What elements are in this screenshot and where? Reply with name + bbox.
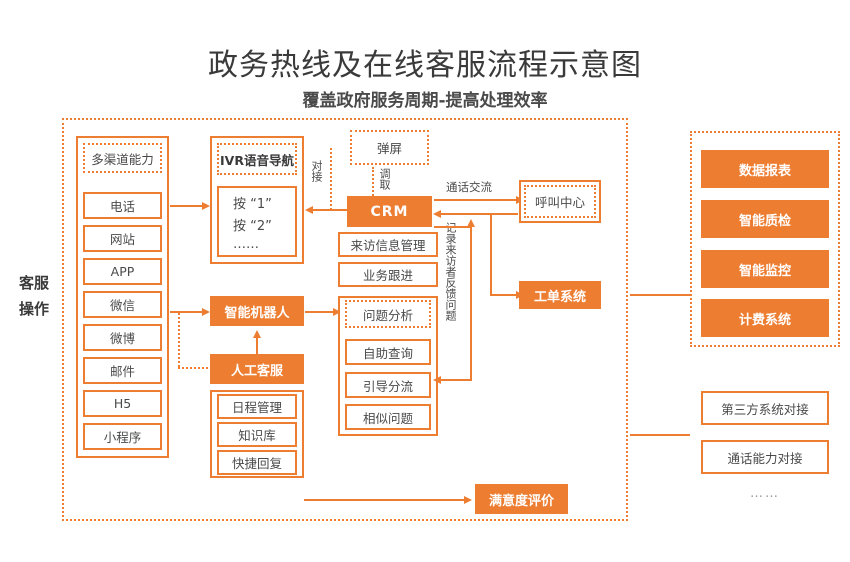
call-exchange-label: 通话交流 — [446, 180, 492, 194]
analysis-header: 问题分析 — [345, 300, 431, 328]
ivr-option-2: 按 “2” — [233, 219, 272, 234]
ivr-connector-label: 对接 — [310, 160, 323, 182]
feedback-loop-arrow-left — [433, 375, 441, 384]
ivr-option-1: 按 “1” — [233, 197, 272, 212]
analysis-item-routing[interactable]: 引导分流 — [345, 372, 431, 398]
crm-box[interactable]: CRM — [347, 196, 432, 227]
feedback-loop-arrow-up — [466, 219, 475, 227]
analysis-item-similar-issues[interactable]: 相似问题 — [345, 404, 431, 430]
crm-to-callcenter-line — [434, 199, 518, 201]
crm-to-ticket-horizontal — [490, 294, 518, 296]
popup-screen-box[interactable]: 弹屏 — [350, 130, 429, 165]
channels-header: 多渠道能力 — [83, 143, 162, 173]
satisfaction-box[interactable]: 满意度评价 — [475, 484, 568, 514]
human-agent-box[interactable]: 人工客服 — [210, 354, 304, 384]
analysis-item-self-query[interactable]: 自助查询 — [345, 339, 431, 365]
page-subtitle: 覆盖政府服务周期-提高处理效率 — [302, 91, 548, 111]
arrow-wechat-to-robot-line — [170, 311, 204, 313]
channel-item-email[interactable]: 邮件 — [83, 357, 162, 384]
right-panel-item-monitoring[interactable]: 智能监控 — [701, 250, 829, 288]
dotted-branch-vertical — [178, 313, 180, 367]
feedback-loop-horizontal-top — [434, 226, 472, 228]
agent-tool-knowledge-base[interactable]: 知识库 — [217, 422, 297, 447]
crm-item-visitor-info[interactable]: 来访信息管理 — [338, 232, 438, 257]
right-panel-item-data-report[interactable]: 数据报表 — [701, 150, 829, 188]
agent-tool-quick-reply[interactable]: 快捷回复 — [217, 450, 297, 475]
feedback-loop-vertical — [470, 226, 472, 381]
dotted-branch-horizontal — [178, 367, 208, 369]
integration-item-third-party[interactable]: 第三方系统对接 — [701, 391, 829, 425]
popup-link-label: 调取 — [378, 168, 391, 190]
ticket-system-box[interactable]: 工单系统 — [519, 281, 601, 309]
analysis-to-satisfaction-arrow — [464, 495, 472, 504]
channel-item-miniprogram[interactable]: 小程序 — [83, 423, 162, 450]
channel-item-h5[interactable]: H5 — [83, 390, 162, 417]
intelligent-robot-box[interactable]: 智能机器人 — [210, 296, 304, 326]
side-label-line1: 客服 — [18, 274, 49, 292]
right-panel-connector-bottom — [630, 434, 690, 436]
ivr-connector-line — [312, 209, 360, 211]
crm-item-business-followup[interactable]: 业务跟进 — [338, 262, 438, 287]
robot-to-analysis-arrow — [333, 307, 341, 316]
channel-item-weibo[interactable]: 微博 — [83, 324, 162, 351]
ivr-option-more: …… — [233, 237, 259, 252]
feedback-loop-horizontal-bottom — [440, 379, 472, 381]
right-panel-item-billing[interactable]: 计费系统 — [701, 299, 829, 337]
page-title: 政务热线及在线客服流程示意图 — [208, 48, 642, 83]
arrow-phone-to-ivr-head — [202, 201, 210, 210]
integration-more-indicator: …… — [750, 486, 780, 501]
robot-to-analysis-line — [305, 311, 335, 313]
arrow-phone-to-ivr-line — [170, 205, 204, 207]
right-panel-connector-top — [630, 294, 690, 296]
call-center-box[interactable]: 呼叫中心 — [524, 185, 596, 218]
ivr-options-box[interactable]: 按 “1” 按 “2” …… — [217, 186, 297, 257]
crm-to-ticket-vertical — [490, 214, 492, 296]
channel-item-app[interactable]: APP — [83, 258, 162, 285]
callcenter-to-crm-line — [440, 213, 518, 215]
side-label-line2: 操作 — [18, 300, 49, 318]
channel-item-phone[interactable]: 电话 — [83, 192, 162, 219]
agent-tool-schedule[interactable]: 日程管理 — [217, 394, 297, 419]
ivr-connector-arrow — [305, 205, 313, 214]
arrow-wechat-to-robot-head — [202, 307, 210, 316]
popup-to-crm-dotted — [372, 167, 374, 196]
main-flow-container — [62, 118, 628, 521]
right-panel-item-quality-inspection[interactable]: 智能质检 — [701, 200, 829, 238]
analysis-to-satisfaction-line — [304, 499, 466, 501]
channel-item-website[interactable]: 网站 — [83, 225, 162, 252]
ivr-header: IVR语音导航 — [217, 143, 297, 175]
feedback-record-label: 记录来访者反馈问题 — [444, 222, 457, 321]
ivr-connector-dotted-vertical — [330, 148, 332, 210]
side-label: 客服 操作 — [5, 270, 63, 322]
agent-to-robot-line — [256, 337, 258, 356]
agent-to-robot-arrow — [252, 330, 261, 338]
callcenter-to-crm-arrow — [433, 209, 441, 218]
integration-item-call-capability[interactable]: 通话能力对接 — [701, 440, 829, 474]
channel-item-wechat[interactable]: 微信 — [83, 291, 162, 318]
right-panel-container — [690, 131, 840, 347]
